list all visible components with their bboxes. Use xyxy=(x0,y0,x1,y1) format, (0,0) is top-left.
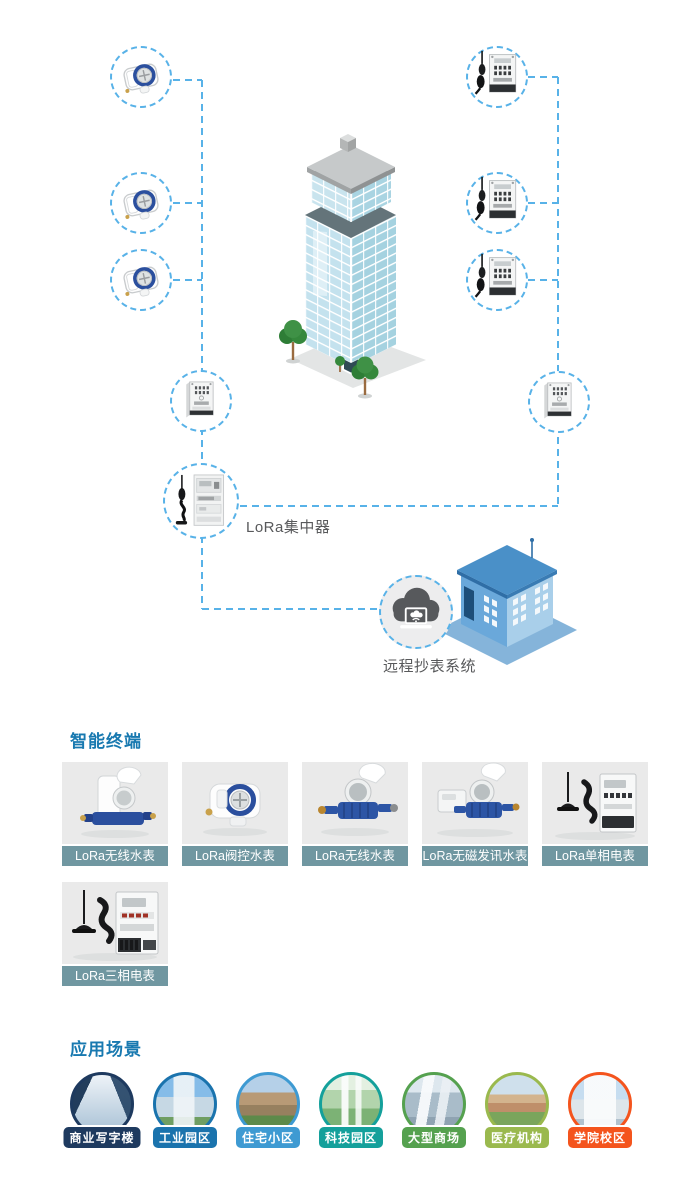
scenario-industrial-park: 工业园区 xyxy=(152,1072,218,1160)
water-meter-node-3 xyxy=(110,249,172,311)
cloud-laptop-icon xyxy=(392,587,440,629)
scenario-label: 医疗机构 xyxy=(484,1127,550,1148)
electric-meter-antenna-icon xyxy=(474,50,517,95)
water-meter-icon xyxy=(123,266,159,297)
scenario-office-building: 商业写字楼 xyxy=(63,1072,141,1160)
product-image xyxy=(62,762,168,844)
scenario-label: 学院校区 xyxy=(567,1127,633,1148)
water-meter-node-2 xyxy=(110,172,172,234)
scenario-shopping-mall: 大型商场 xyxy=(401,1072,467,1160)
electric-meter-node-2 xyxy=(466,172,528,234)
product-image xyxy=(542,762,648,844)
scenarios-heading: 应用场景 xyxy=(70,1040,142,1059)
scenario-label: 科技园区 xyxy=(318,1127,384,1148)
product-image xyxy=(182,762,288,844)
magnetless-water-meter-icon xyxy=(437,762,520,837)
terminal-card-wireless-water-meter-2: LoRa无线水表 xyxy=(302,762,408,866)
electric-meter-node-3 xyxy=(466,249,528,311)
terminal-card-valve-water-meter: LoRa阀控水表 xyxy=(182,762,288,866)
scenario-residential-community: 住宅小区 xyxy=(235,1072,301,1160)
product-label: LoRa无线水表 xyxy=(62,846,168,866)
electric-meter-antenna-icon xyxy=(474,253,517,298)
valve-water-meter-icon xyxy=(203,783,267,836)
electric-meter-icon xyxy=(544,382,572,419)
water-meter-node-1 xyxy=(110,46,172,108)
water-meter-icon xyxy=(123,63,159,94)
wireless-water-meter-icon xyxy=(80,766,156,838)
concentrator-node xyxy=(163,463,239,539)
scenario-label: 住宅小区 xyxy=(235,1127,301,1148)
terminals-heading: 智能终端 xyxy=(70,732,142,751)
medical-institution-photo xyxy=(485,1072,549,1136)
electric-meter-antenna-icon xyxy=(474,176,517,221)
product-label: LoRa无线水表 xyxy=(302,846,408,866)
scenario-label: 大型商场 xyxy=(401,1127,467,1148)
terminals-section: 智能终端 LoRa xyxy=(0,727,700,986)
product-label: LoRa单相电表 xyxy=(542,846,648,866)
terminal-card-magnetless-water-meter: LoRa无磁发讯水表 xyxy=(422,762,528,866)
terminal-card-wireless-water-meter: LoRa无线水表 xyxy=(62,762,168,866)
product-label: LoRa三相电表 xyxy=(62,966,168,986)
product-label: LoRa阀控水表 xyxy=(182,846,288,866)
scenario-college-campus: 学院校区 xyxy=(567,1072,633,1160)
remote-system-label: 远程抄表系统 xyxy=(383,658,477,675)
office-tower-illustration xyxy=(279,134,426,399)
meter-node-right xyxy=(528,371,590,433)
product-label: LoRa无磁发讯水表 xyxy=(422,846,528,866)
electric-meter-icon xyxy=(186,381,214,418)
lora-concentrator-icon xyxy=(175,474,225,526)
scenario-label: 工业园区 xyxy=(152,1127,218,1148)
terminal-cards: LoRa无线水表 LoRa阀控水表 xyxy=(62,762,668,986)
connector-lines xyxy=(173,76,559,610)
terminal-card-single-phase-meter: LoRa单相电表 xyxy=(542,762,648,866)
product-image xyxy=(62,882,168,964)
wireless-water-meter-icon xyxy=(318,762,398,836)
terminal-card-three-phase-meter: LoRa三相电表 xyxy=(62,882,168,986)
server-building-illustration xyxy=(437,538,577,665)
system-diagram: LoRa集中器 远程抄表系统 xyxy=(110,46,590,675)
single-phase-electric-meter-icon xyxy=(555,772,637,840)
scenario-tech-park: 科技园区 xyxy=(318,1072,384,1160)
three-phase-electric-meter-icon xyxy=(72,890,159,961)
scenario-medical-institution: 医疗机构 xyxy=(484,1072,550,1160)
product-image xyxy=(302,762,408,844)
scenario-label: 商业写字楼 xyxy=(63,1127,141,1148)
scenarios-section: 应用场景 商业写字楼 工业园区 住宅小区 科技园区 大型商场 xyxy=(0,1035,700,1160)
product-image xyxy=(422,762,528,844)
concentrator-label: LoRa集中器 xyxy=(246,519,331,536)
cloud-node xyxy=(379,575,453,649)
scenario-list: 商业写字楼 工业园区 住宅小区 科技园区 大型商场 医疗机构 xyxy=(63,1072,700,1160)
meter-node-left xyxy=(170,370,232,432)
water-meter-icon xyxy=(123,189,159,220)
office-building-photo xyxy=(70,1072,134,1136)
electric-meter-node-1 xyxy=(466,46,528,108)
